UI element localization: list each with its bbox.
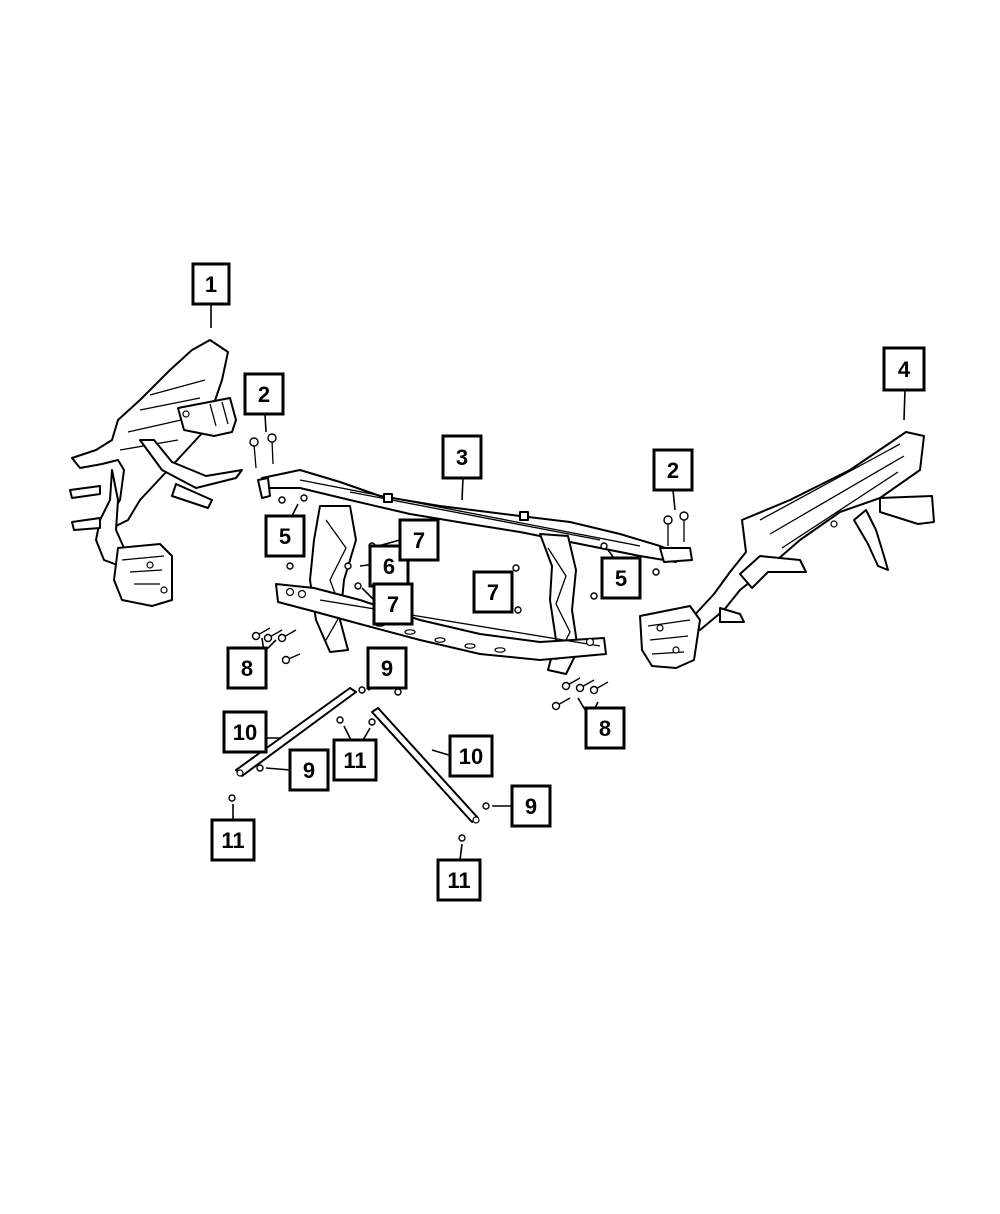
callout-11-middle: 11 <box>332 738 378 782</box>
svg-text:7: 7 <box>387 592 399 617</box>
callout-8-right: 8 <box>584 706 626 750</box>
svg-text:11: 11 <box>221 828 244 853</box>
callout-4: 4 <box>882 346 926 392</box>
svg-text:10: 10 <box>459 744 483 769</box>
svg-text:9: 9 <box>381 656 393 681</box>
svg-text:7: 7 <box>487 580 499 605</box>
callout-2-right: 2 <box>652 448 694 492</box>
tie-rods <box>235 687 480 824</box>
callout-11-right: 11 <box>436 858 482 902</box>
callout-2-left: 2 <box>243 372 285 416</box>
radiator-support <box>257 469 693 675</box>
callout-8-left: 8 <box>226 646 268 690</box>
svg-text:9: 9 <box>303 758 315 783</box>
svg-text:7: 7 <box>413 528 425 553</box>
callout-10-right: 10 <box>448 734 494 778</box>
svg-text:6: 6 <box>383 554 395 579</box>
callout-11-left: 11 <box>210 818 256 862</box>
callout-5-right: 5 <box>600 556 642 600</box>
right-frame-rail <box>639 431 935 669</box>
svg-text:10: 10 <box>233 720 257 745</box>
callout-9-right: 9 <box>510 784 552 828</box>
svg-text:5: 5 <box>615 566 627 591</box>
svg-text:2: 2 <box>667 458 679 483</box>
callout-7-lower: 7 <box>372 582 414 626</box>
svg-text:3: 3 <box>456 445 468 470</box>
svg-text:4: 4 <box>898 357 911 382</box>
svg-text:11: 11 <box>343 748 366 773</box>
svg-text:8: 8 <box>599 716 611 741</box>
svg-text:11: 11 <box>447 868 470 893</box>
svg-text:5: 5 <box>279 524 291 549</box>
left-frame-rail <box>69 339 243 607</box>
svg-text:9: 9 <box>525 794 537 819</box>
callout-7-center: 7 <box>472 570 514 614</box>
svg-text:2: 2 <box>258 382 270 407</box>
callout-9-top: 9 <box>366 646 408 690</box>
callout-3: 3 <box>441 434 483 480</box>
callout-10-left: 10 <box>222 710 268 754</box>
callout-9-left: 9 <box>288 748 330 792</box>
svg-text:8: 8 <box>241 656 253 681</box>
callout-1: 1 <box>191 262 231 306</box>
callout-5-left: 5 <box>264 514 306 558</box>
svg-text:1: 1 <box>205 272 217 297</box>
callout-7-upper: 7 <box>398 518 440 562</box>
